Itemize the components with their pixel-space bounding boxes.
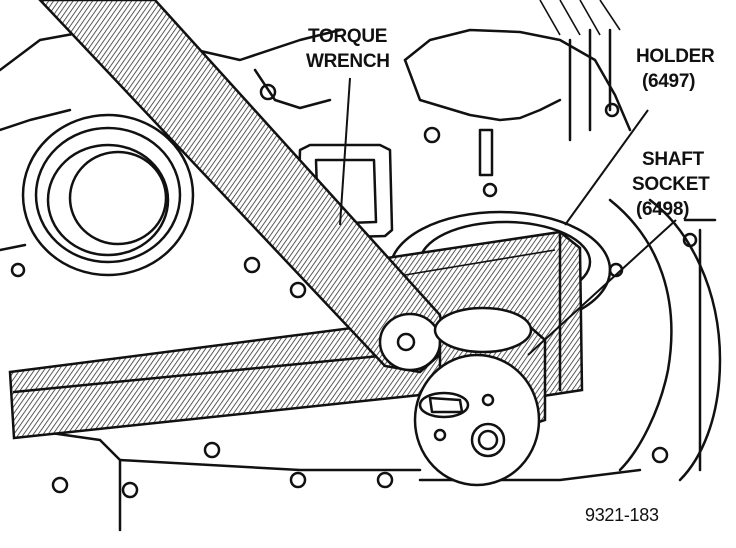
callout-holder: HOLDER (6497) [636,46,715,92]
callout-shaft-socket: SHAFT SOCKET (6498) [632,149,710,220]
shaft-socket-label-line1: SHAFT [642,149,705,170]
leader-lines [339,77,677,356]
figure-number: 9321-183 [585,505,659,525]
torque-wrench-handle [38,0,447,374]
crankshaft-seal [21,113,195,277]
torque-wrench-leader [339,77,351,226]
shaft-socket-label-line3: (6498) [636,199,689,220]
callout-torque-wrench: TORQUE WRENCH [306,26,390,72]
engine-cover [0,0,722,532]
shaft-socket-leader [527,219,677,356]
holder-leader [564,109,649,226]
holder-label-line2: (6497) [642,71,695,92]
shaft-socket [413,306,547,487]
torque-wrench-label-line2: WRENCH [306,51,390,72]
holder-label-line1: HOLDER [636,46,715,67]
shaft-socket-label-line2: SOCKET [632,174,710,195]
bolt-holes [10,83,698,499]
torque-wrench-label-line1: TORQUE [308,26,387,47]
